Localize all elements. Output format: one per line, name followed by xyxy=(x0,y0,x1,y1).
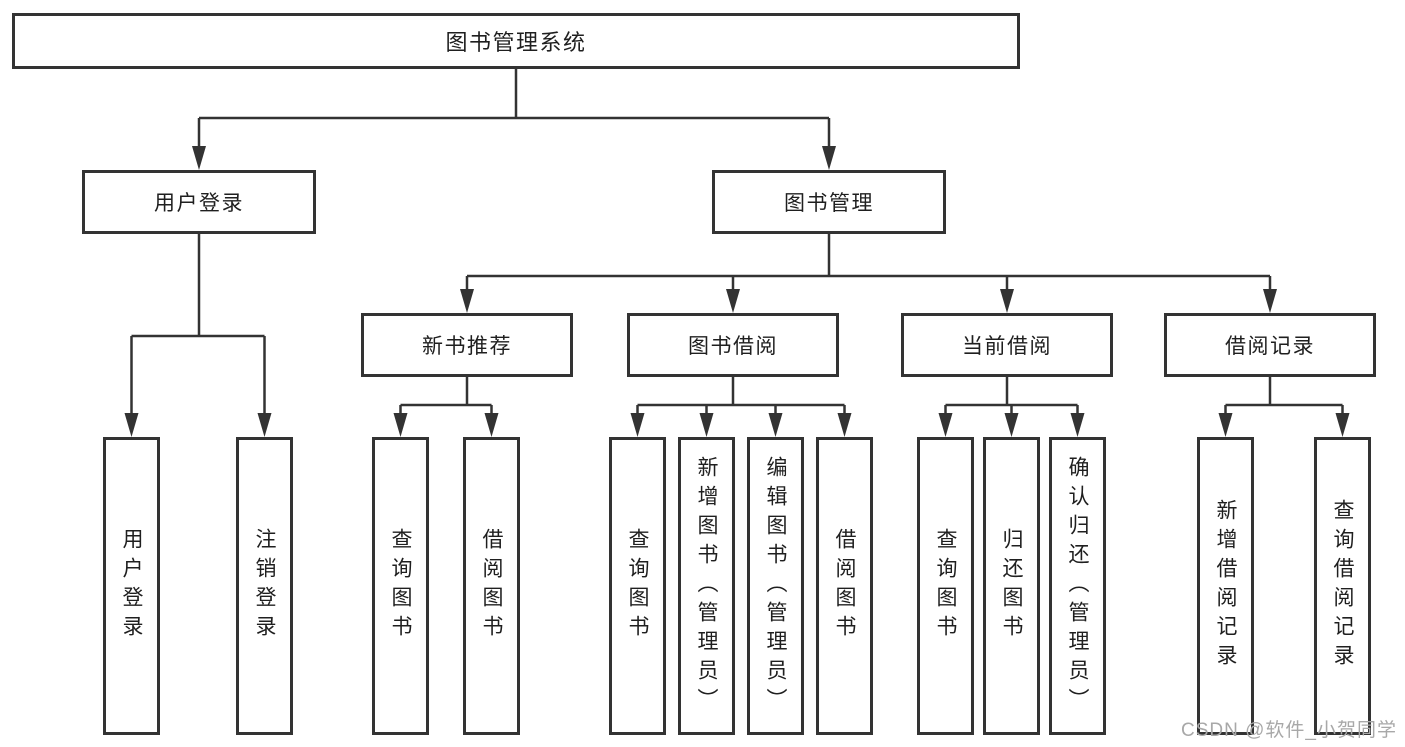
leaf-edit-book: 编辑图书（管理员） xyxy=(747,437,804,735)
leaf-return-book: 归还图书 xyxy=(983,437,1040,735)
leaf-borrow-book-2: 借阅图书 xyxy=(816,437,873,735)
leaf-user-login: 用户登录 xyxy=(103,437,160,735)
leaf-add-record: 新增借阅记录 xyxy=(1197,437,1254,735)
leaf-query-book-2: 查询图书 xyxy=(609,437,666,735)
leaf-logout-label: 注销登录 xyxy=(253,528,276,644)
leaf-borrow-book-1: 借阅图书 xyxy=(463,437,520,735)
node-user-login: 用户登录 xyxy=(82,170,316,234)
leaf-user-login-label: 用户登录 xyxy=(120,528,143,644)
node-book-mgmt: 图书管理 xyxy=(712,170,946,234)
leaf-borrow-book-2-label: 借阅图书 xyxy=(833,528,856,644)
leaf-confirm-return-label: 确认归还（管理员） xyxy=(1066,455,1089,717)
leaf-add-book: 新增图书（管理员） xyxy=(678,437,735,735)
connector-record-to-leaves xyxy=(1218,377,1350,437)
leaf-confirm-return: 确认归还（管理员） xyxy=(1049,437,1106,735)
node-book-borrow: 图书借阅 xyxy=(627,313,839,377)
node-current-borrow-label: 当前借阅 xyxy=(962,335,1052,358)
connector-rec-to-leaves xyxy=(393,377,499,437)
leaf-query-book-1-label: 查询图书 xyxy=(389,528,412,644)
leaf-query-record-label: 查询借阅记录 xyxy=(1331,499,1354,673)
leaf-query-book-3: 查询图书 xyxy=(917,437,974,735)
leaf-query-book-1: 查询图书 xyxy=(372,437,429,735)
node-book-borrow-label: 图书借阅 xyxy=(688,335,778,358)
leaf-add-record-label: 新增借阅记录 xyxy=(1214,499,1237,673)
node-borrow-record-label: 借阅记录 xyxy=(1225,335,1315,358)
connector-borrow-to-leaves xyxy=(630,377,852,437)
leaf-borrow-book-1-label: 借阅图书 xyxy=(480,528,503,644)
node-root: 图书管理系统 xyxy=(12,13,1020,69)
leaf-return-book-label: 归还图书 xyxy=(1000,528,1023,644)
node-book-mgmt-label: 图书管理 xyxy=(784,192,874,215)
leaf-query-book-3-label: 查询图书 xyxy=(934,528,957,644)
leaf-logout: 注销登录 xyxy=(236,437,293,735)
connector-mgmt-to-level3 xyxy=(460,234,1277,313)
node-current-borrow: 当前借阅 xyxy=(901,313,1113,377)
leaf-query-record: 查询借阅记录 xyxy=(1314,437,1371,735)
node-new-book-rec: 新书推荐 xyxy=(361,313,573,377)
connector-current-to-leaves xyxy=(938,377,1085,437)
node-borrow-record: 借阅记录 xyxy=(1164,313,1376,377)
connector-root-to-level2 xyxy=(192,69,836,170)
node-user-login-label: 用户登录 xyxy=(154,192,244,215)
node-new-book-rec-label: 新书推荐 xyxy=(422,335,512,358)
leaf-add-book-label: 新增图书（管理员） xyxy=(695,455,718,717)
node-root-label: 图书管理系统 xyxy=(445,30,587,55)
leaf-query-book-2-label: 查询图书 xyxy=(626,528,649,644)
connector-login-to-leaves xyxy=(124,234,272,437)
watermark: CSDN @软件_小贺同学 xyxy=(1181,720,1397,741)
leaf-edit-book-label: 编辑图书（管理员） xyxy=(764,455,787,717)
